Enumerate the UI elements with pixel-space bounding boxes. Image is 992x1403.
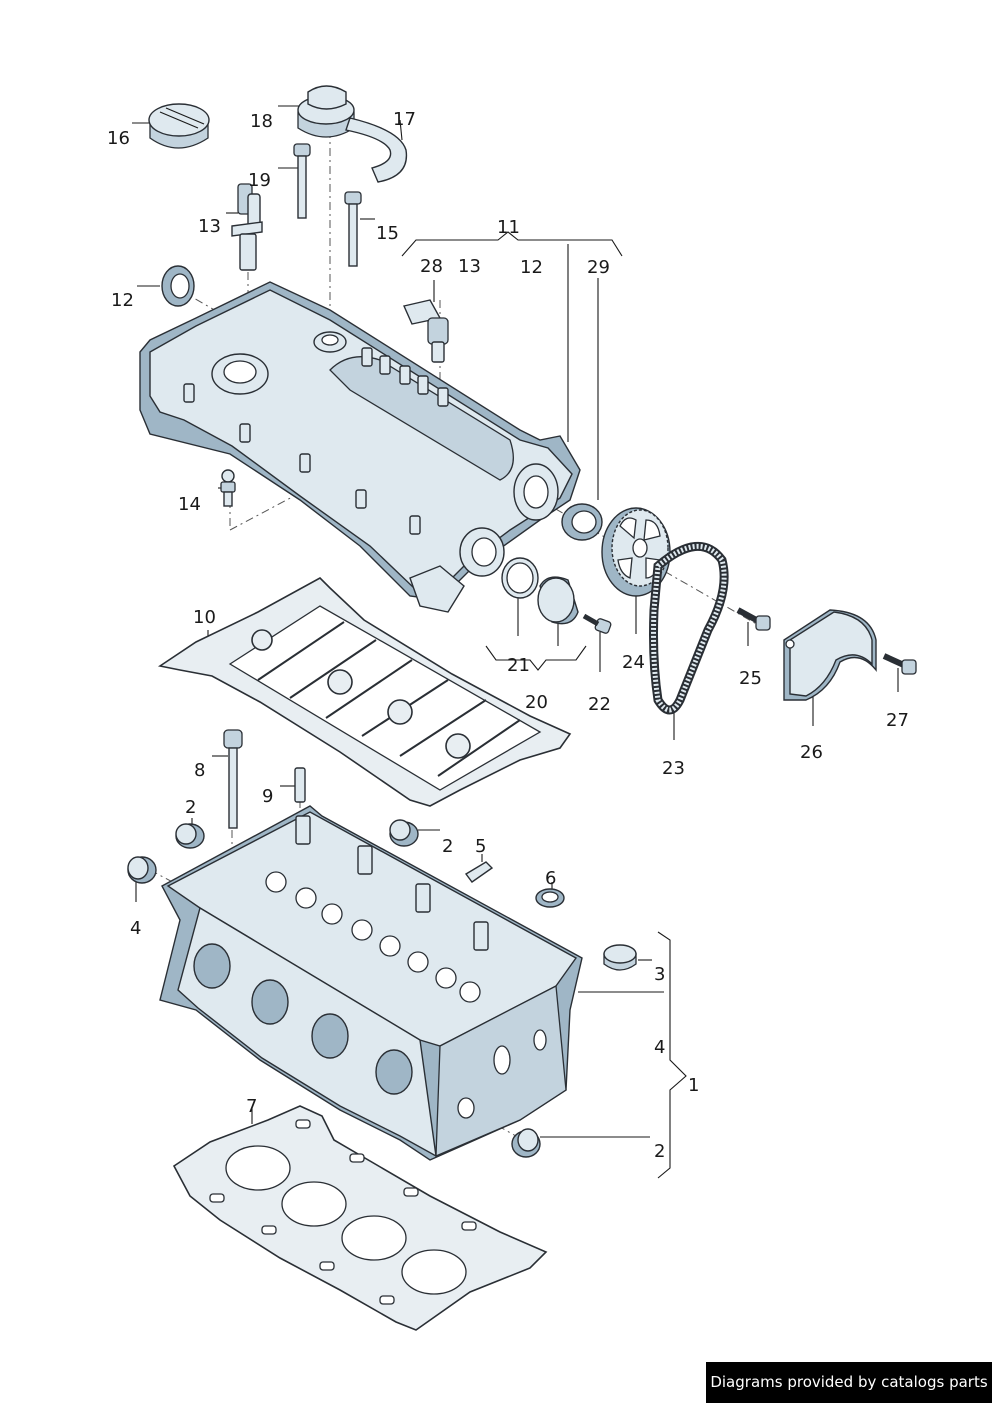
seal-ring-part-29 bbox=[561, 503, 603, 541]
callout-12-group: 12 bbox=[520, 257, 543, 278]
breather-hose-part-17 bbox=[345, 117, 408, 183]
cover-cap-part-20 bbox=[537, 576, 579, 625]
cylinder-head-bolt-part-8 bbox=[223, 729, 243, 829]
housing-gasket-part-10 bbox=[157, 577, 572, 807]
bolt-part-22 bbox=[582, 613, 612, 634]
callout-17: 17 bbox=[393, 109, 416, 130]
camshaft-housing-part-11 bbox=[139, 281, 581, 613]
callout-22: 22 bbox=[588, 694, 611, 715]
sealing-plug-part-2-right bbox=[511, 1128, 541, 1158]
sealing-plug-part-2-top bbox=[389, 819, 419, 847]
callout-7: 7 bbox=[246, 1096, 258, 1117]
callout-27: 27 bbox=[886, 710, 909, 731]
callout-6: 6 bbox=[545, 868, 557, 889]
callout-1: 1 bbox=[688, 1075, 700, 1096]
bolt-part-27 bbox=[882, 653, 917, 675]
callout-4-right: 4 bbox=[654, 1037, 666, 1058]
callout-12-seal: 12 bbox=[111, 290, 134, 311]
callout-8: 8 bbox=[194, 760, 206, 781]
callout-14: 14 bbox=[178, 494, 201, 515]
bolt-part-25 bbox=[736, 607, 771, 631]
callout-15: 15 bbox=[376, 223, 399, 244]
seal-ring-part-12 bbox=[161, 265, 195, 307]
callout-13-group: 13 bbox=[458, 256, 481, 277]
callout-4-left: 4 bbox=[130, 918, 142, 939]
callout-5: 5 bbox=[475, 836, 487, 857]
gasket-holes bbox=[209, 1119, 477, 1305]
callout-3: 3 bbox=[654, 964, 666, 985]
callout-11: 11 bbox=[497, 217, 520, 238]
callout-20: 20 bbox=[525, 692, 548, 713]
sealing-plug-part-3 bbox=[603, 944, 637, 971]
callout-9: 9 bbox=[262, 786, 274, 807]
callout-24: 24 bbox=[622, 652, 645, 673]
sealing-plug-part-4-left bbox=[127, 856, 157, 884]
callout-18: 18 bbox=[250, 111, 273, 132]
dowel-pin-part-5 bbox=[464, 861, 494, 883]
callout-10: 10 bbox=[193, 607, 216, 628]
sensor-part-28 bbox=[403, 299, 449, 363]
cylinder-head-part-1 bbox=[159, 805, 583, 1161]
callout-2-right: 2 bbox=[654, 1141, 666, 1162]
callout-16: 16 bbox=[107, 128, 130, 149]
sealing-plug-part-2-left bbox=[175, 823, 205, 849]
timing-belt-part-23 bbox=[649, 542, 729, 715]
callout-21: 21 bbox=[507, 655, 530, 676]
callout-19: 19 bbox=[248, 170, 271, 191]
valve-seats bbox=[265, 871, 481, 1003]
oil-filler-cap-part-16 bbox=[148, 103, 210, 149]
stud-part-9 bbox=[294, 767, 306, 803]
bolt-part-15 bbox=[344, 191, 362, 267]
callout-25: 25 bbox=[739, 668, 762, 689]
callout-26: 26 bbox=[800, 742, 823, 763]
callout-2-top: 2 bbox=[442, 836, 454, 857]
housing-studs bbox=[183, 347, 449, 535]
callout-13-sensor: 13 bbox=[198, 216, 221, 237]
o-ring-part-21 bbox=[501, 557, 539, 599]
intake-ports bbox=[193, 943, 413, 1095]
callout-29: 29 bbox=[587, 257, 610, 278]
cylinder-head-gasket-part-7 bbox=[172, 1105, 548, 1331]
bolt-part-19 bbox=[293, 143, 311, 219]
breather-valve-part-18 bbox=[297, 85, 355, 138]
seal-part-6 bbox=[535, 888, 565, 908]
callout-28: 28 bbox=[420, 256, 443, 277]
callout-2-left: 2 bbox=[185, 797, 197, 818]
sensor-part-13 bbox=[231, 183, 263, 271]
timing-belt-cover-part-26 bbox=[783, 609, 877, 701]
callout-23: 23 bbox=[662, 758, 685, 779]
watermark-banner: Diagrams provided by catalogs parts bbox=[706, 1362, 992, 1403]
ball-stud-part-14 bbox=[220, 469, 236, 507]
